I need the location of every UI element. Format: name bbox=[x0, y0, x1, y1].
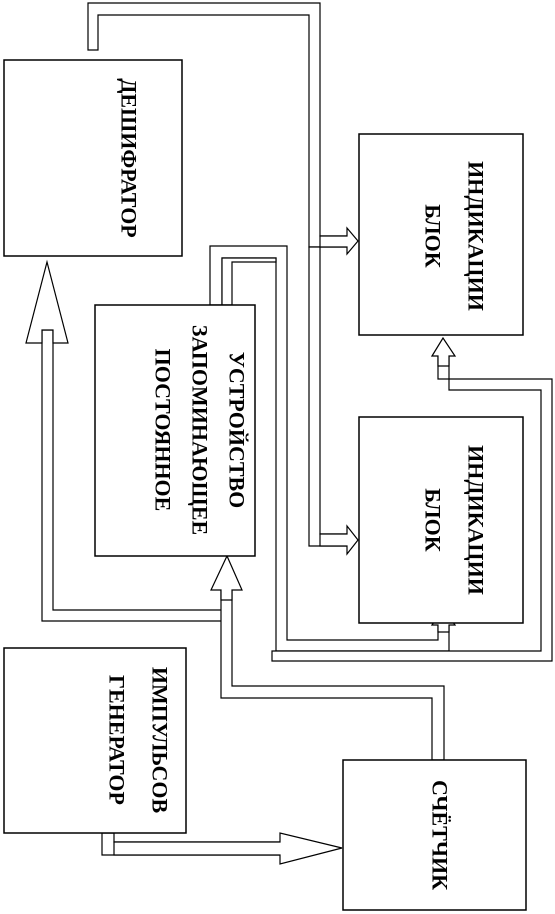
rom-label-line-1: ПОСТОЯННОЕ bbox=[151, 349, 176, 512]
rom-label-line-2: ЗАПОМИНАЮЩЕЕ bbox=[188, 325, 213, 535]
arrow-to-counter bbox=[113, 832, 343, 865]
arrow-to-lower-indicator-left bbox=[319, 524, 359, 556]
indicator-block-bottom: БЛОК ИНДИКАЦИИ bbox=[358, 416, 524, 624]
bus-rom-inner bbox=[221, 257, 277, 306]
generator-label-line-1: ГЕНЕРАТОР bbox=[105, 675, 130, 805]
counter-label: СЧЁТЧИК bbox=[428, 780, 453, 890]
arrow-to-rom bbox=[210, 554, 243, 601]
indicator-block-top: БЛОК ИНДИКАЦИИ bbox=[358, 133, 524, 336]
arrow-to-upper-indicator-left bbox=[319, 226, 359, 256]
counter-block: СЧЁТЧИК bbox=[342, 759, 527, 911]
generator-label-line-2: ИМПУЛЬСОВ bbox=[148, 667, 173, 814]
generator-block: ГЕНЕРАТОР ИМПУЛЬСОВ bbox=[3, 647, 187, 834]
arrow-to-upper-indicator-bottom bbox=[430, 336, 457, 367]
rom-label-line-3: УСТРОЙСТВО bbox=[225, 352, 250, 509]
indicator-bottom-label-line-2: ИНДИКАЦИИ bbox=[464, 445, 489, 595]
indicator-bottom-label-line-1: БЛОК bbox=[421, 488, 446, 552]
indicator-top-label-line-1: БЛОК bbox=[421, 204, 446, 268]
rom-block: ПОСТОЯННОЕ ЗАПОМИНАЮЩЕЕ УСТРОЙСТВО bbox=[94, 304, 256, 557]
decoder-block: ДЕШИФРАТОР bbox=[3, 59, 183, 257]
decoder-label: ДЕШИФРАТОР bbox=[117, 78, 142, 238]
arrow-to-decoder bbox=[25, 259, 69, 344]
bus-decoder-to-lower-indicator bbox=[308, 246, 349, 547]
indicator-top-label-line-2: ИНДИКАЦИИ bbox=[464, 161, 489, 311]
